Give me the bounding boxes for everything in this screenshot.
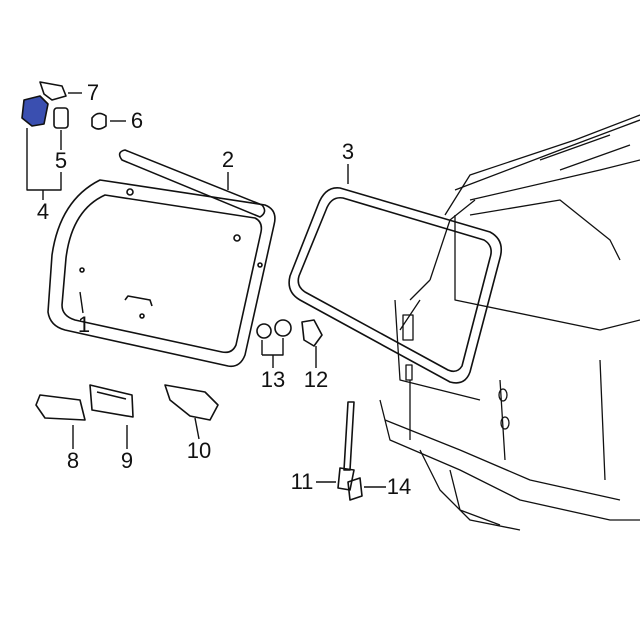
part-13b [274,319,292,337]
part-9 [89,384,134,418]
callout-11: 11 [290,469,314,494]
callout-6: 6 [130,108,144,133]
part-7 [39,81,67,101]
part-4-highlight [21,95,49,127]
leader-lines [26,92,386,488]
callout-2: 2 [221,147,235,172]
gate-seal [288,187,503,384]
vehicle-body [379,114,640,531]
part-8 [35,394,86,421]
callout-12: 12 [303,367,329,392]
back-glass [47,179,276,368]
part-5 [53,107,69,129]
part-11-strut [337,401,355,491]
callout-5: 5 [54,148,68,173]
part-13a [256,323,272,339]
callout-1: 1 [77,312,91,337]
callout-10: 10 [186,438,212,463]
part-6 [91,112,107,130]
part-10 [164,384,219,421]
weatherstrip [118,149,266,218]
callout-4: 4 [36,199,50,224]
callout-7: 7 [86,80,100,105]
callout-9: 9 [120,448,134,473]
callout-8: 8 [66,448,80,473]
callout-3: 3 [341,139,355,164]
callout-13: 13 [260,367,286,392]
part-14 [347,477,363,501]
part-12 [301,319,323,347]
callout-14: 14 [386,474,412,499]
